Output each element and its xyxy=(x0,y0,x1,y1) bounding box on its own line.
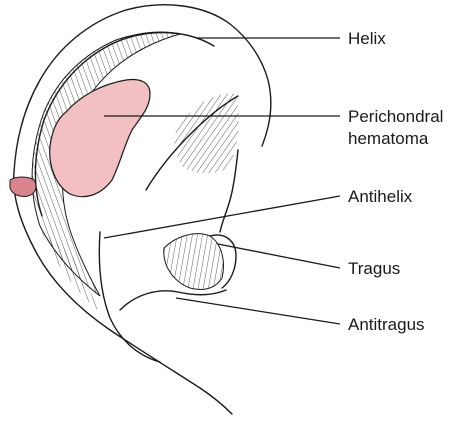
triangular-fossa-shading xyxy=(174,94,238,173)
label-tragus: Tragus xyxy=(348,259,400,278)
antitragus-leader xyxy=(176,298,340,324)
antitragus-outline xyxy=(120,290,226,310)
label-helix: Helix xyxy=(348,29,386,48)
label-antitragus: Antitragus xyxy=(348,315,425,334)
label-perichondral-line1: Perichondral xyxy=(348,107,443,126)
small-edge-hematoma xyxy=(10,177,36,197)
label-antihelix: Antihelix xyxy=(348,187,413,206)
antihelix-leader xyxy=(104,196,340,238)
label-perichondral-line2: hematoma xyxy=(348,129,429,148)
tragus-shading xyxy=(164,234,224,290)
